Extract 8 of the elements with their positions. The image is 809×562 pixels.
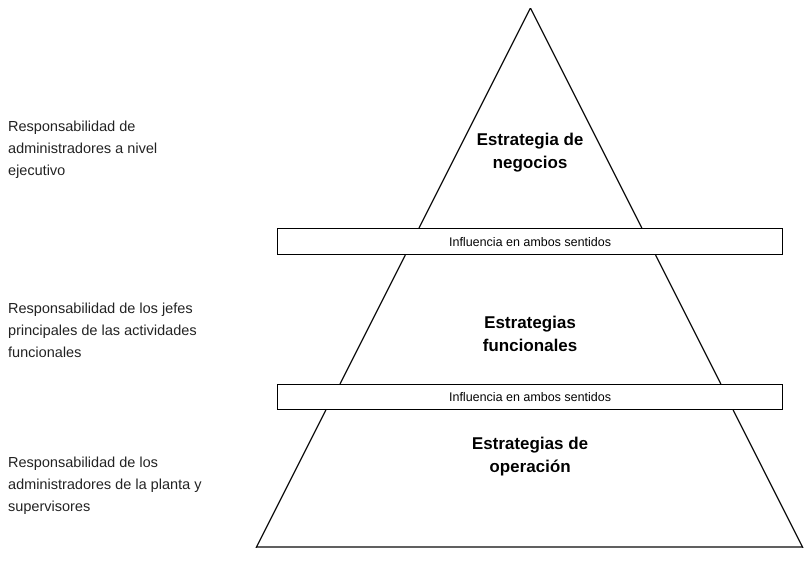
responsibility-note: Responsabilidad de los administradores de la planta y supervisores — [8, 454, 202, 517]
tier-title: Estrategias funcionales — [482, 312, 578, 357]
responsibility-note: Responsabilidad de los jefes principales de las actividades funcionales — [8, 300, 198, 363]
influence-band: Influencia en ambos sentidos — [277, 228, 783, 255]
influence-band: Influencia en ambos sentidos — [277, 384, 783, 410]
tier-title: Estrategia de negocios — [476, 129, 584, 174]
tier-title: Estrategias de operación — [470, 433, 590, 478]
responsibility-note: Responsabilidad de administradores a nivel ejecutivo — [8, 118, 158, 181]
